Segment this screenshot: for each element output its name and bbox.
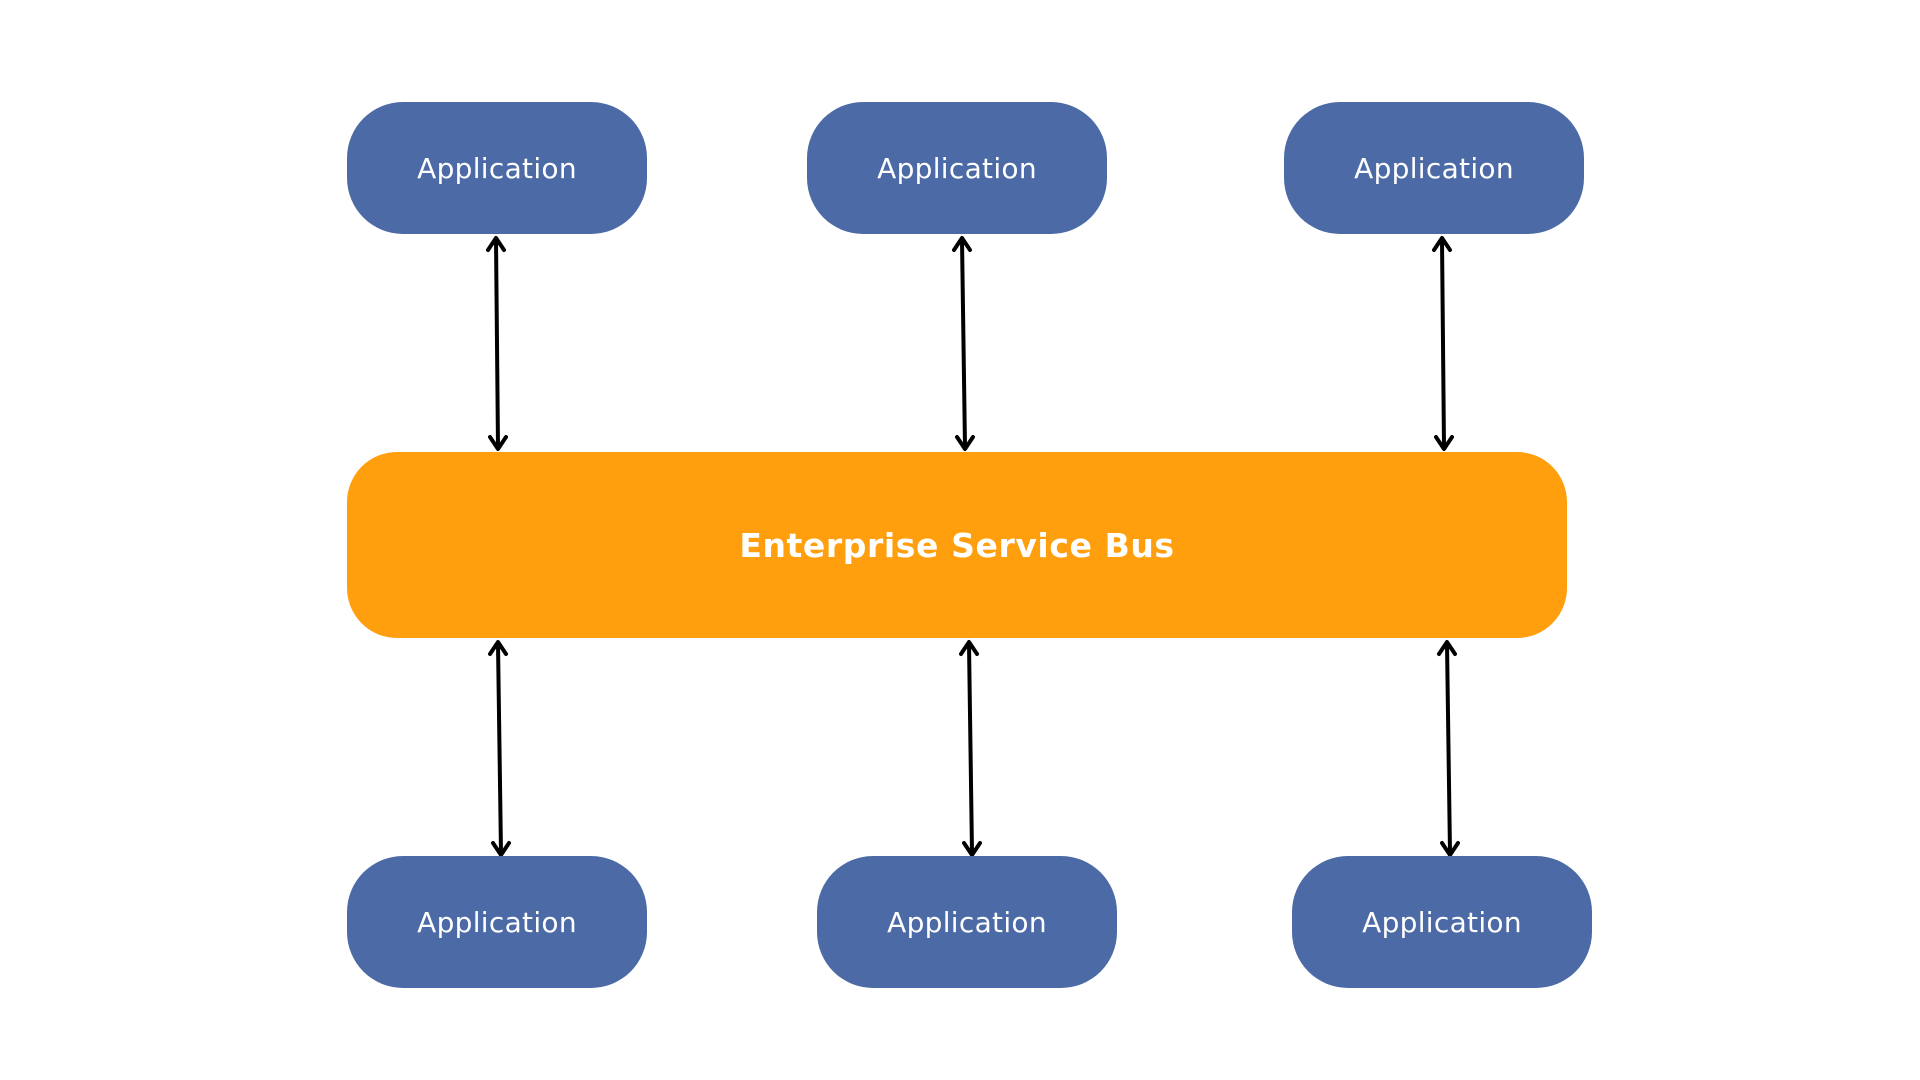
application-node-label: Application	[1354, 151, 1514, 185]
application-node-label: Application	[1362, 905, 1522, 939]
arrow-top-1	[486, 236, 508, 451]
bus-label: Enterprise Service Bus	[739, 525, 1175, 565]
application-node-top-3[interactable]: Application	[1284, 102, 1584, 234]
arrow-bottom-1	[488, 640, 511, 857]
arrow-top-2	[952, 236, 975, 451]
arrow-top-1-head-down	[488, 435, 508, 451]
arrow-bottom-1-head-up	[488, 640, 508, 656]
arrow-top-3	[1432, 236, 1454, 451]
arrow-top-2-head-up	[952, 236, 972, 252]
application-node-bottom-2[interactable]: Application	[817, 856, 1117, 988]
arrow-top-2-shaft	[960, 238, 967, 449]
arrow-top-1-shaft	[494, 238, 500, 449]
application-node-label: Application	[887, 905, 1047, 939]
enterprise-service-bus-node[interactable]: Enterprise Service Bus	[347, 452, 1567, 638]
arrow-top-2-head-down	[955, 435, 975, 451]
application-node-top-2[interactable]: Application	[807, 102, 1107, 234]
application-node-bottom-3[interactable]: Application	[1292, 856, 1592, 988]
arrow-bottom-1-head-down	[491, 841, 511, 857]
arrow-bottom-2-shaft	[967, 642, 974, 855]
arrow-bottom-3	[1437, 640, 1460, 857]
arrow-bottom-2	[959, 640, 982, 857]
arrow-bottom-2-head-up	[959, 640, 979, 656]
application-node-top-1[interactable]: Application	[347, 102, 647, 234]
application-node-label: Application	[877, 151, 1037, 185]
arrow-top-3-head-up	[1432, 236, 1452, 252]
application-node-label: Application	[417, 905, 577, 939]
arrow-bottom-3-shaft	[1445, 642, 1452, 855]
arrow-bottom-3-head-up	[1437, 640, 1457, 656]
arrow-bottom-3-head-down	[1440, 841, 1460, 857]
arrow-top-1-head-up	[486, 236, 506, 252]
application-node-bottom-1[interactable]: Application	[347, 856, 647, 988]
application-node-label: Application	[417, 151, 577, 185]
arrow-top-3-head-down	[1434, 435, 1454, 451]
arrow-bottom-2-head-down	[962, 841, 982, 857]
arrow-bottom-1-shaft	[496, 642, 503, 855]
arrow-top-3-shaft	[1440, 238, 1446, 449]
